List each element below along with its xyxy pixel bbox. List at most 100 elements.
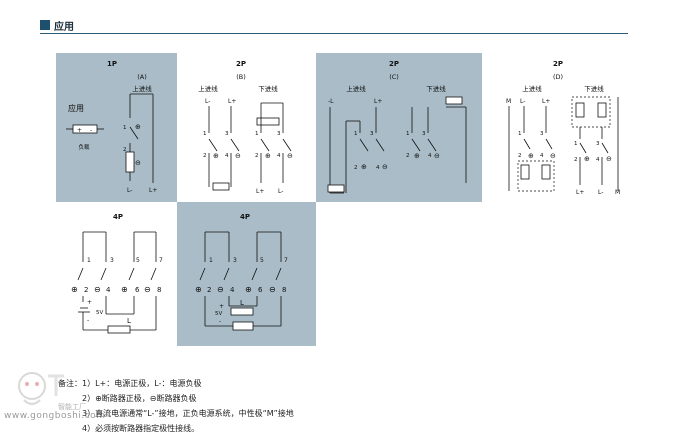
svg-text:⊕: ⊕ bbox=[195, 285, 202, 294]
panel-title: 2P bbox=[236, 60, 246, 68]
svg-text:4: 4 bbox=[230, 286, 235, 294]
svg-text:⊕: ⊕ bbox=[265, 152, 271, 160]
section-rule bbox=[40, 33, 628, 34]
svg-text:2: 2 bbox=[518, 153, 522, 159]
panel-2p-c: 2P (C) 上进线 下进线 -L L+ 1 3 2 4 ⊕ ⊖ 1 3 2 4… bbox=[316, 53, 482, 202]
svg-text:3: 3 bbox=[370, 131, 374, 137]
svg-text:5: 5 bbox=[260, 257, 264, 264]
diagram-4p-f: 4P 1 3 5 7 ⊕ 2 ⊖ 4 ⊕ 6 ⊖ 8 L + 5V - bbox=[195, 213, 288, 331]
svg-text:7: 7 bbox=[284, 257, 288, 264]
panel-4p-f: 4P 1 3 5 7 ⊕ 2 ⊖ 4 ⊕ 6 ⊖ 8 L + 5V - bbox=[177, 202, 316, 346]
svg-text:⊖: ⊖ bbox=[606, 155, 612, 163]
panel-sub: (C) bbox=[389, 73, 399, 81]
svg-text:⊕: ⊕ bbox=[213, 152, 219, 160]
svg-text:3: 3 bbox=[225, 131, 229, 137]
panel-title: 2P bbox=[553, 60, 563, 68]
svg-text:3: 3 bbox=[596, 141, 600, 147]
diagram-2p-b: 2P (B) 上进线 下进线 L- L+ 1 3 2 4 ⊕ ⊖ 1 3 2 4… bbox=[198, 60, 293, 195]
bottom-left-label: L- bbox=[127, 187, 132, 194]
svg-text:1: 1 bbox=[518, 131, 522, 137]
minus-label: - bbox=[90, 127, 92, 134]
svg-text:⊖: ⊖ bbox=[434, 152, 440, 160]
svg-text:2: 2 bbox=[203, 153, 207, 159]
svg-text:L+: L+ bbox=[576, 189, 584, 196]
svg-text:7: 7 bbox=[159, 257, 163, 264]
side-label: 应用 bbox=[68, 103, 84, 113]
svg-text:1: 1 bbox=[203, 131, 207, 137]
svg-text:1: 1 bbox=[354, 131, 358, 137]
svg-text:L-: L- bbox=[598, 189, 603, 196]
panel-title: 2P bbox=[389, 60, 399, 68]
svg-text:⊖: ⊖ bbox=[235, 152, 241, 160]
supply-label: 上进线 bbox=[132, 84, 152, 93]
svg-text:⊕: ⊕ bbox=[361, 163, 367, 171]
svg-text:⊕: ⊕ bbox=[245, 285, 252, 294]
svg-text:⊖: ⊖ bbox=[287, 152, 293, 160]
lm-label: L- bbox=[205, 98, 210, 105]
right-supply-label: 下进线 bbox=[258, 84, 278, 93]
svg-text:2: 2 bbox=[255, 153, 259, 159]
notes-block: 备注：1）L+：电源正极，L-：电源负极 2）⊕断路器正极，⊖断路器负极 3）直… bbox=[58, 376, 294, 436]
svg-text:2: 2 bbox=[354, 165, 358, 171]
svg-text:2: 2 bbox=[406, 153, 410, 159]
svg-text:5V: 5V bbox=[96, 310, 103, 316]
lp-label: L+ bbox=[542, 98, 550, 105]
panel-1p-a: 1P (A) 上进线 应用 1 2 ⊕ ⊖ + - 负载 L- L+ bbox=[56, 53, 177, 202]
svg-text:1: 1 bbox=[574, 141, 578, 147]
panel-title: 4P bbox=[113, 213, 123, 221]
lp-label: L+ bbox=[374, 98, 382, 105]
panel-4p-e: 4P 1 3 5 7 ⊕ 2 ⊖ 4 ⊕ 6 ⊖ 8 + 5V - bbox=[56, 202, 177, 346]
svg-text:4: 4 bbox=[428, 153, 432, 159]
svg-text:4: 4 bbox=[225, 153, 229, 159]
terminal-2: 2 bbox=[123, 147, 127, 153]
panel-sub: (D) bbox=[553, 73, 563, 81]
plus-label: + bbox=[77, 127, 82, 134]
note-line-2: 2）⊕断路器正极，⊖断路器负极 bbox=[82, 394, 197, 403]
svg-text:⊕: ⊕ bbox=[121, 285, 128, 294]
watermark-tag: 智能工厂 bbox=[58, 403, 86, 411]
svg-text:8: 8 bbox=[282, 286, 286, 294]
lp-label: L+ bbox=[228, 98, 236, 105]
load-box bbox=[125, 151, 135, 173]
svg-text:⊕: ⊕ bbox=[584, 155, 590, 163]
svg-text:3: 3 bbox=[422, 131, 426, 137]
svg-text:1: 1 bbox=[255, 131, 259, 137]
svg-text:+: + bbox=[87, 299, 92, 306]
panel-title: 4P bbox=[240, 213, 250, 221]
svg-text:3: 3 bbox=[277, 131, 281, 137]
svg-text:4: 4 bbox=[596, 157, 600, 163]
svg-text:⊖: ⊖ bbox=[94, 285, 101, 294]
svg-text:1: 1 bbox=[406, 131, 410, 137]
panel-sub: (A) bbox=[137, 73, 147, 81]
svg-text:2: 2 bbox=[207, 286, 211, 294]
pole-plus-icon: ⊕ bbox=[135, 123, 141, 131]
panel-2p-b: 2P (B) 上进线 下进线 L- L+ 1 3 2 4 ⊕ ⊖ 1 3 2 4… bbox=[177, 53, 316, 202]
svg-text:⊖: ⊖ bbox=[269, 285, 276, 294]
left-supply-label: 上进线 bbox=[522, 84, 542, 93]
note-line-4: 4）必须按断路器指定极性接线。 bbox=[82, 424, 200, 433]
watermark-robot-icon bbox=[18, 372, 64, 405]
pole-minus-icon: ⊖ bbox=[135, 159, 141, 167]
svg-text:4: 4 bbox=[277, 153, 281, 159]
svg-text:4: 4 bbox=[106, 286, 111, 294]
lm-label: L- bbox=[520, 98, 525, 105]
right-supply-label: 下进线 bbox=[584, 84, 604, 93]
diagram-2p-c: 2P (C) 上进线 下进线 -L L+ 1 3 2 4 ⊕ ⊖ 1 3 2 4… bbox=[327, 60, 467, 194]
svg-text:L-: L- bbox=[278, 188, 283, 195]
m-label: M bbox=[506, 98, 511, 105]
svg-text:⊖: ⊖ bbox=[217, 285, 224, 294]
note-line-1: 备注：1）L+：电源正极，L-：电源负极 bbox=[58, 379, 202, 388]
load-label: 负载 bbox=[78, 143, 90, 151]
section-title: 应用 bbox=[54, 22, 74, 33]
right-supply-label: 下进线 bbox=[426, 84, 446, 93]
svg-text:3: 3 bbox=[110, 257, 114, 264]
svg-text:-: - bbox=[219, 318, 221, 325]
svg-text:4: 4 bbox=[540, 153, 544, 159]
svg-text:⊕: ⊕ bbox=[71, 285, 78, 294]
terminal-1: 1 bbox=[123, 125, 127, 131]
diagram-2p-d: 2P (D) 上进线 下进线 M L- L+ 1 3 2 4 ⊕ ⊖ 1 3 2… bbox=[506, 60, 620, 196]
svg-text:M: M bbox=[615, 189, 620, 196]
left-supply-label: 上进线 bbox=[346, 84, 366, 93]
note-line-3: 3）直流电源通常“L-”接地，正负电源系统，中性极“M”接地 bbox=[82, 409, 294, 418]
bottom-right-label: L+ bbox=[149, 187, 157, 194]
